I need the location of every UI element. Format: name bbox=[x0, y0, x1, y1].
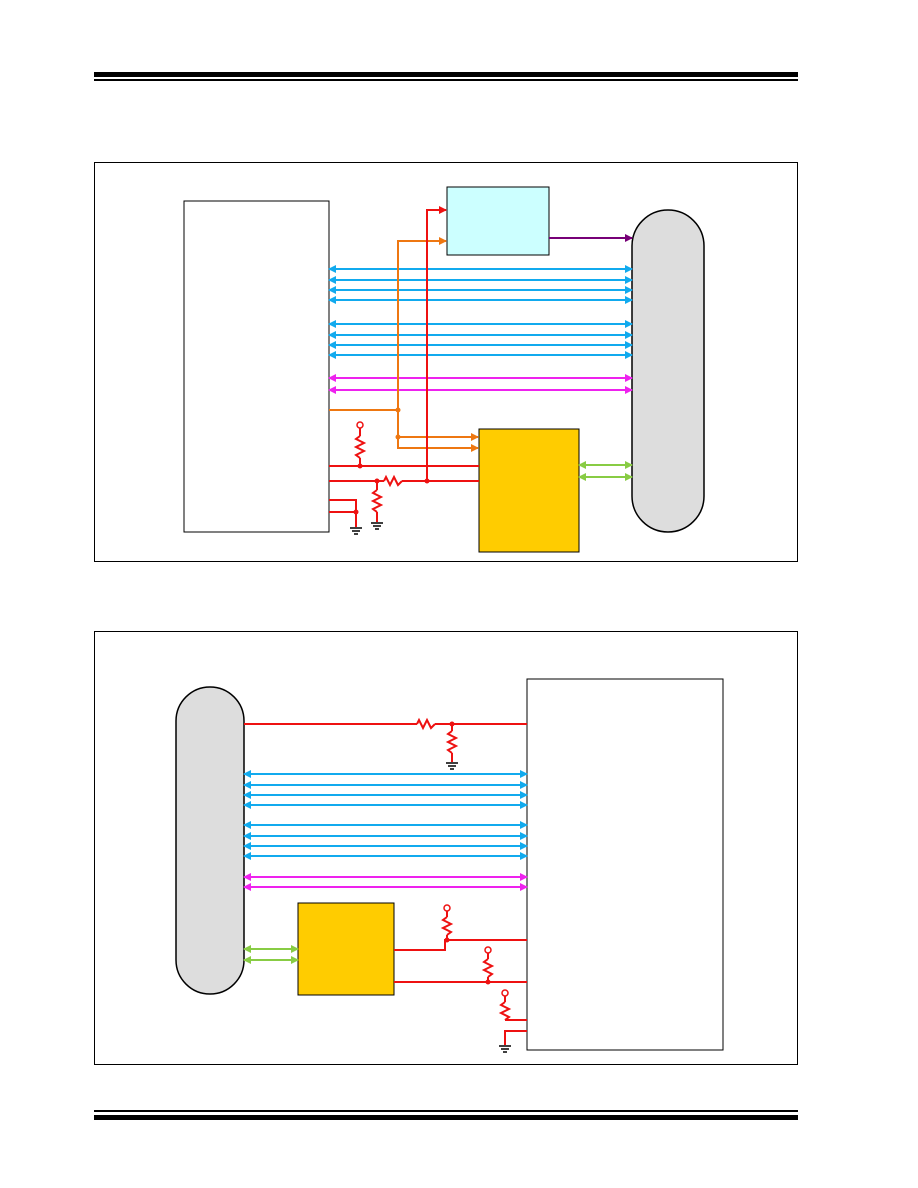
footer-rule-thin bbox=[94, 1110, 798, 1112]
header-rule-thick bbox=[94, 72, 798, 77]
footer-rule-thick bbox=[94, 1115, 798, 1120]
figure-1-panel bbox=[94, 162, 798, 562]
figure-2-panel bbox=[94, 631, 798, 1065]
header-rule-thin bbox=[94, 79, 798, 81]
